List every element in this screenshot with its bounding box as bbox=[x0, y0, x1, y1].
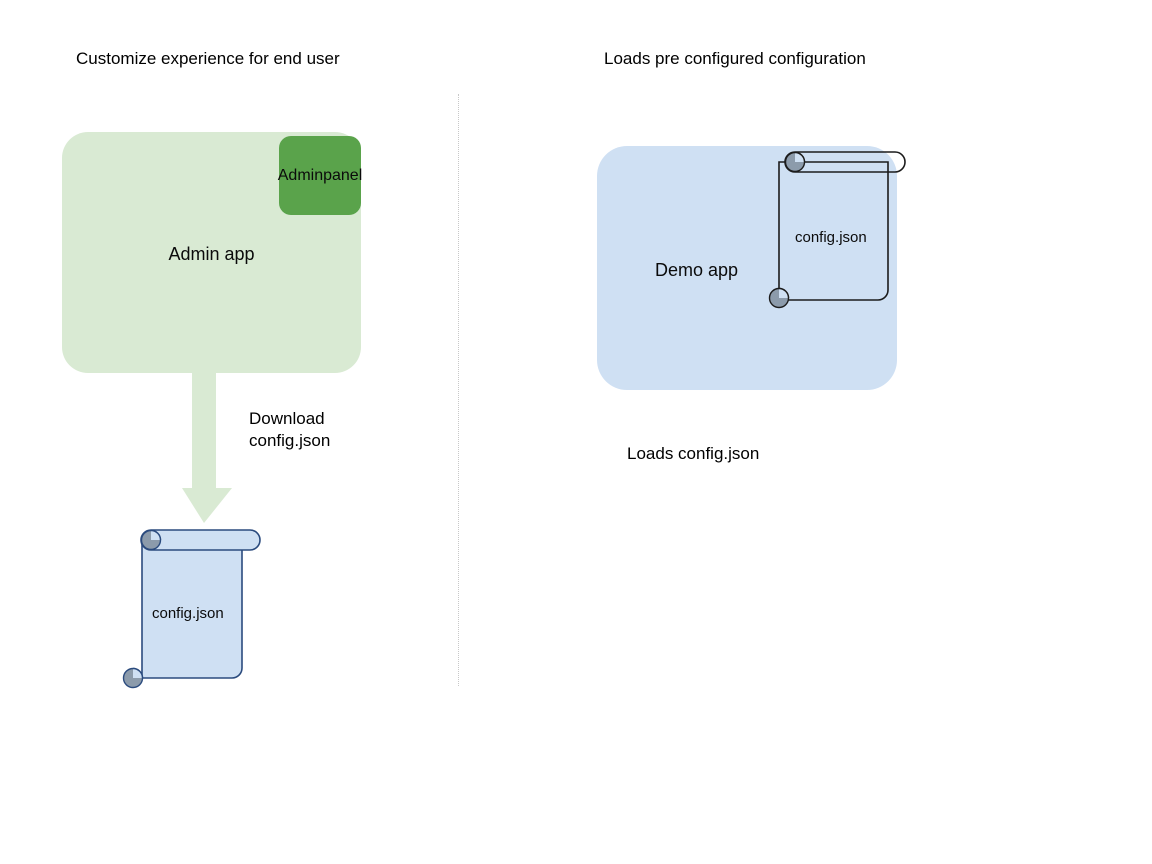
download-arrow-label-line2: config.json bbox=[249, 431, 331, 450]
download-arrow-icon bbox=[182, 370, 232, 523]
loads-config-caption: Loads config.json bbox=[627, 444, 760, 463]
admin-panel-badge[interactable]: Admin panel bbox=[277, 136, 363, 215]
admin-app-label: Admin app bbox=[168, 244, 255, 264]
demo-app-box bbox=[597, 146, 897, 390]
admin-panel-label-line1: Admin bbox=[277, 166, 324, 184]
config-json-label-left: config.json bbox=[152, 605, 224, 622]
config-json-label-right: config.json bbox=[795, 229, 867, 246]
right-column-title: Loads pre configured configuration bbox=[604, 49, 866, 68]
download-arrow-label-line1: Download bbox=[249, 409, 325, 428]
config-json-document-right bbox=[768, 151, 906, 309]
column-divider bbox=[458, 94, 459, 686]
demo-app-label: Demo app bbox=[655, 260, 739, 280]
download-arrow-label: Download config.json bbox=[249, 408, 330, 452]
left-column-title: Customize experience for end user bbox=[76, 49, 340, 68]
config-json-document-left bbox=[122, 529, 261, 689]
admin-panel-label-line2: panel bbox=[323, 166, 363, 184]
